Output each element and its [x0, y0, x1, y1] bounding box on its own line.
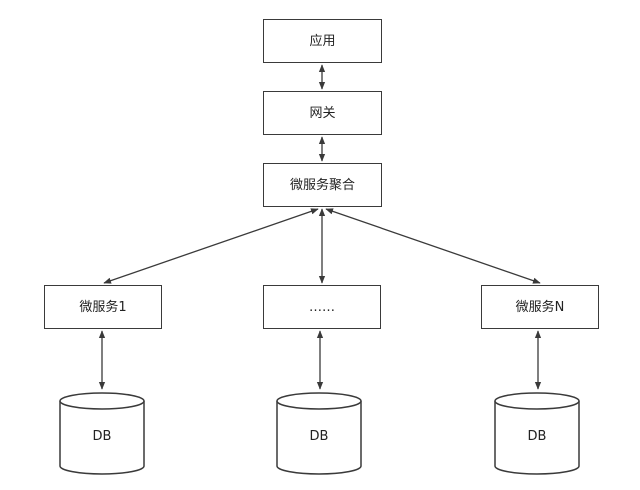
- database-1-label: DB: [92, 429, 112, 444]
- database-2-label: DB: [309, 429, 329, 444]
- app-node: 应用: [263, 19, 382, 63]
- arrow-aggregator-service-n: [325, 208, 541, 284]
- arrow-aggregator-service-1: [103, 208, 319, 284]
- gateway-node: 网关: [263, 91, 382, 135]
- aggregator-node: 微服务聚合: [263, 163, 382, 207]
- database-2-cylinder: [276, 392, 362, 475]
- database-1-cylinder: [59, 392, 145, 475]
- gateway-label: 网关: [309, 105, 336, 121]
- service-ellipsis-node: ……: [263, 285, 381, 329]
- app-label: 应用: [309, 33, 336, 49]
- service-1-label: 微服务1: [79, 299, 127, 315]
- service-n-node: 微服务N: [481, 285, 599, 329]
- database-3-cylinder: [494, 392, 580, 475]
- database-3-label: DB: [527, 429, 547, 444]
- aggregator-label: 微服务聚合: [289, 177, 355, 193]
- service-1-node: 微服务1: [44, 285, 162, 329]
- service-n-label: 微服务N: [515, 299, 565, 315]
- service-ellipsis-label: ……: [309, 299, 335, 315]
